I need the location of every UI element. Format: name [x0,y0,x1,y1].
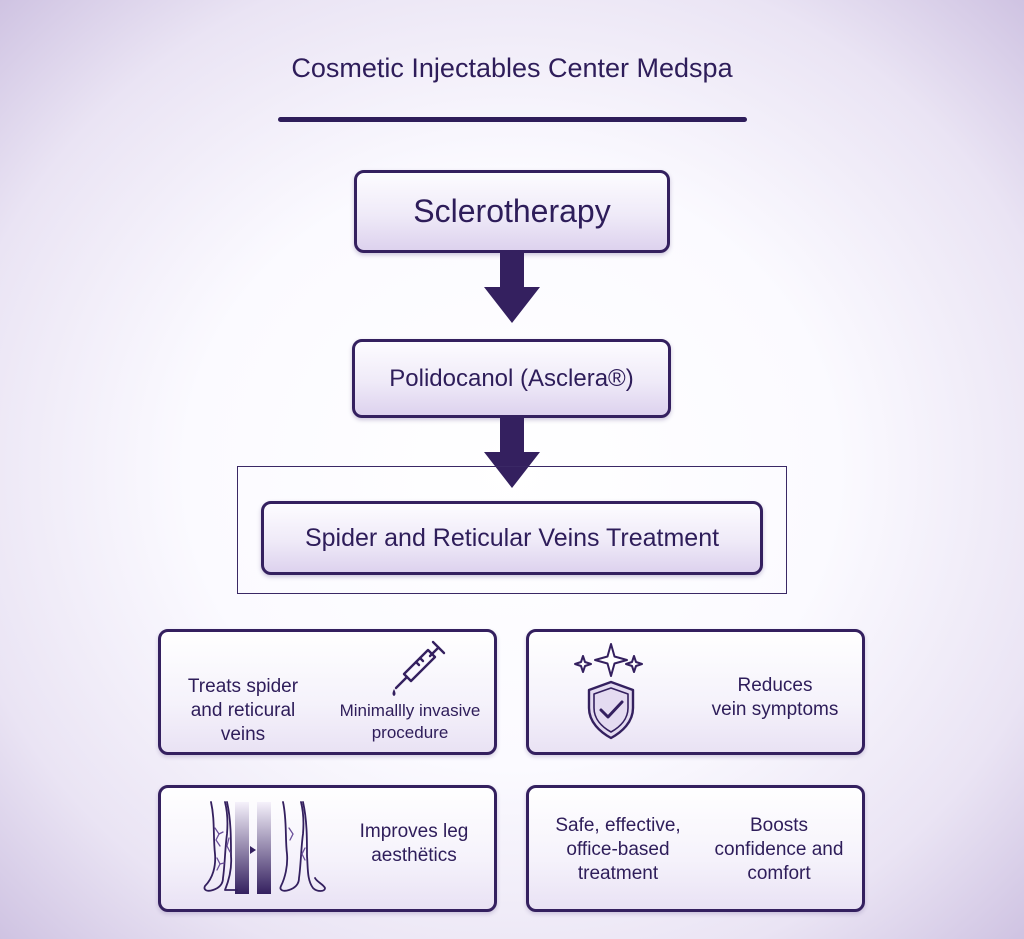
sclerotherapy-box: Sclerotherapy [354,170,670,253]
polidocanol-box: Polidocanol (Asclera®) [352,339,671,418]
title-divider [278,117,747,122]
down-arrow-icon [482,253,542,325]
legs-before-after-icon [201,798,329,902]
syringe-icon [381,638,451,698]
benefit-card-treats: Treats spider and reticural veins Minima… [158,629,497,755]
benefit-card-safe: Safe, effective, office-based treatment … [526,785,865,912]
improves-aesthetics-text: Improves leg aesthëtics [359,821,469,866]
down-arrow-icon [482,418,542,490]
treatment-frame [237,466,787,594]
minimally-invasive-text: Minimallly invasive procedure [339,701,481,742]
safe-effective-text: Safe, effective, office-based treatment [555,815,681,884]
shield-check-sparkle-icon [573,640,649,744]
page-title: Cosmetic Injectables Center Medspa [291,53,733,83]
veins-treatment-box: Spider and Reticular Veins Treatment [261,501,763,575]
sclerotherapy-label: Sclerotherapy [413,193,611,229]
reduces-symptoms-text: Reduces vein symptoms [711,675,839,720]
benefit-card-improves: Improves leg aesthëtics [158,785,497,912]
treats-veins-text: Treats spider and reticural veins [187,676,299,745]
benefit-card-reduces: Reduces vein symptoms [526,629,865,755]
boosts-confidence-text: Boosts confidence and comfort [714,815,844,884]
polidocanol-label: Polidocanol (Asclera®) [389,364,634,392]
veins-treatment-label: Spider and Reticular Veins Treatment [304,523,720,552]
